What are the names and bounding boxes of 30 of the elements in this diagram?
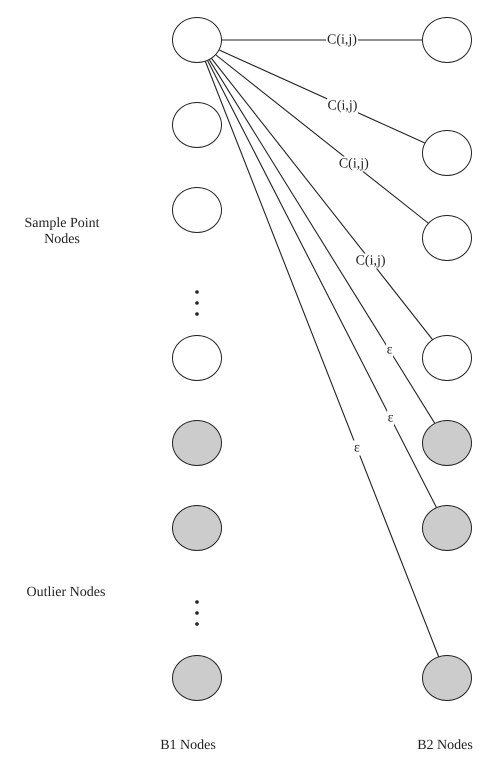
edge-label: ε — [386, 410, 395, 426]
node-circle — [172, 17, 222, 63]
connector-line — [207, 60, 437, 508]
column-label: B1 Nodes — [159, 738, 217, 754]
edge-label: ε — [353, 440, 361, 456]
node-circle — [172, 505, 222, 551]
node-circle — [422, 17, 472, 63]
connector-line — [208, 60, 436, 424]
node-circle — [422, 130, 472, 176]
node-circle — [172, 655, 222, 701]
group-label: Sample Point Nodes — [23, 216, 101, 248]
edge-label: C(i,j) — [326, 98, 358, 114]
connector-line — [204, 61, 440, 657]
node-circle — [172, 187, 222, 233]
column-label: B2 Nodes — [416, 738, 474, 754]
group-label: Outlier Nodes — [26, 585, 106, 601]
edge-label: ε — [386, 342, 394, 358]
node-circle — [172, 335, 222, 381]
node-circle — [172, 102, 222, 148]
edge-label: C(i,j) — [338, 156, 370, 172]
connector-line — [211, 58, 433, 340]
node-circle — [422, 335, 472, 381]
node-circle — [422, 215, 472, 261]
edge-label: C(i,j) — [326, 32, 358, 48]
node-circle — [172, 420, 222, 466]
node-circle — [422, 655, 472, 701]
connector-line — [216, 54, 428, 224]
edge-label: C(i,j) — [354, 253, 387, 268]
node-circle — [422, 420, 472, 466]
node-circle — [422, 505, 472, 551]
